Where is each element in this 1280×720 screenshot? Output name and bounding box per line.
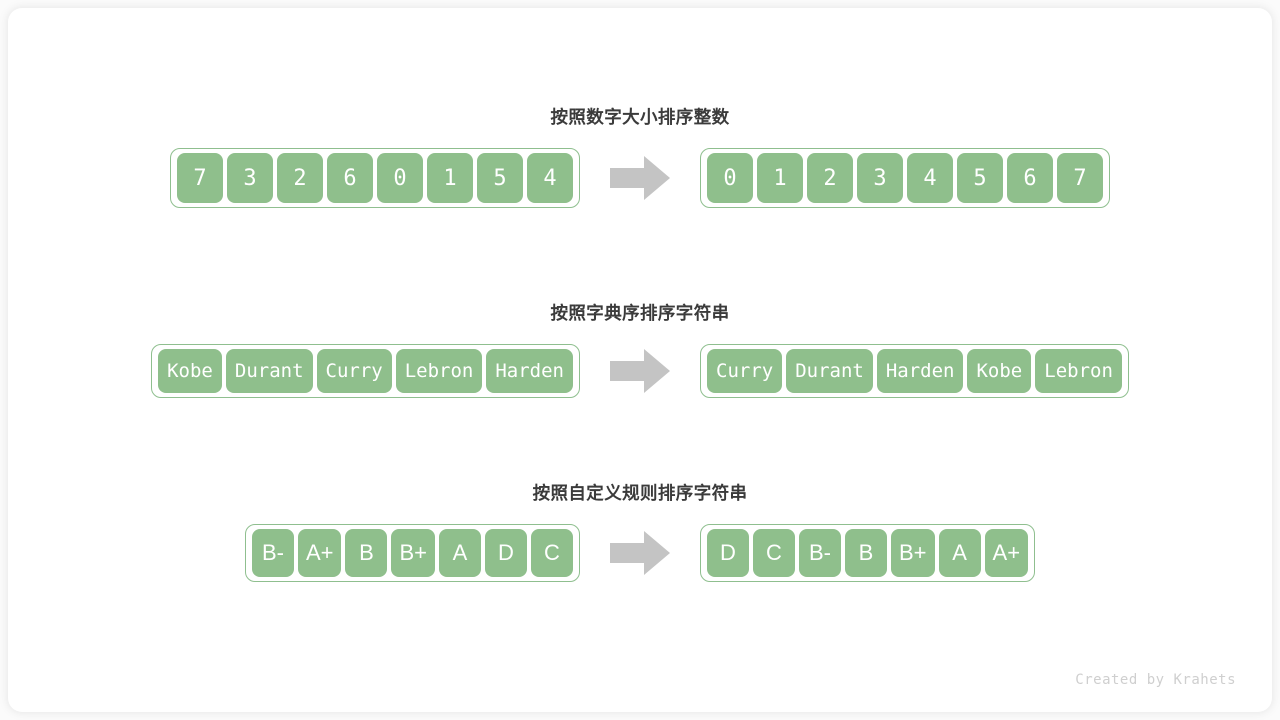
- array-cell: B-: [251, 529, 294, 577]
- section-title: 按照字典序排序字符串: [550, 303, 730, 323]
- footer-credit: Created by Krahets: [1075, 672, 1236, 688]
- array-cell: 3: [227, 153, 273, 203]
- array-cell: Kobe: [967, 349, 1032, 393]
- array-cell: 0: [377, 153, 423, 203]
- array-cell: Harden: [876, 349, 964, 393]
- right-arrow-icon: [580, 156, 700, 200]
- array-cell: 7: [1057, 153, 1103, 203]
- array-cell: 6: [327, 153, 373, 203]
- array-cell: D: [707, 529, 749, 577]
- array-cell: Lebron: [395, 349, 483, 393]
- section-title: 按照自定义规则排序字符串: [532, 483, 748, 503]
- array-cell: B+: [891, 529, 935, 577]
- array-cell: A+: [297, 529, 342, 577]
- section-title: 按照数字大小排序整数: [550, 107, 730, 127]
- right-arrow-icon: [580, 531, 700, 575]
- array-cell: 6: [1007, 153, 1053, 203]
- array-cell: A: [938, 529, 981, 577]
- array-cell: 1: [757, 153, 803, 203]
- array-cell: 4: [527, 153, 573, 203]
- array-cell: 2: [277, 153, 323, 203]
- array-cell: B+: [391, 529, 435, 577]
- array-cell: Lebron: [1035, 349, 1122, 393]
- array-cell: Harden: [486, 349, 573, 393]
- array-cell: B-: [799, 529, 841, 577]
- right-arrow-icon: [580, 349, 700, 393]
- array-cell: 3: [857, 153, 903, 203]
- array-cell: 0: [707, 153, 753, 203]
- array-cell: Curry: [707, 349, 783, 393]
- array-cell: Durant: [786, 349, 873, 393]
- array-cell: 5: [957, 153, 1003, 203]
- array-cell: 1: [427, 153, 473, 203]
- array-cell: B: [345, 529, 388, 577]
- array-cell: 4: [907, 153, 953, 203]
- array-cell: Kobe: [158, 349, 222, 393]
- array-cell: B: [845, 529, 887, 577]
- array-cell: Durant: [225, 349, 313, 393]
- array-cell: 5: [477, 153, 523, 203]
- array-cell: 2: [807, 153, 853, 203]
- array-cell: Curry: [316, 349, 392, 393]
- array-cell: A+: [984, 529, 1029, 577]
- array-cell: C: [531, 529, 573, 577]
- array-cell: 7: [177, 153, 223, 203]
- array-cell: A: [439, 529, 481, 577]
- array-cell: C: [753, 529, 795, 577]
- array-cell: D: [485, 529, 527, 577]
